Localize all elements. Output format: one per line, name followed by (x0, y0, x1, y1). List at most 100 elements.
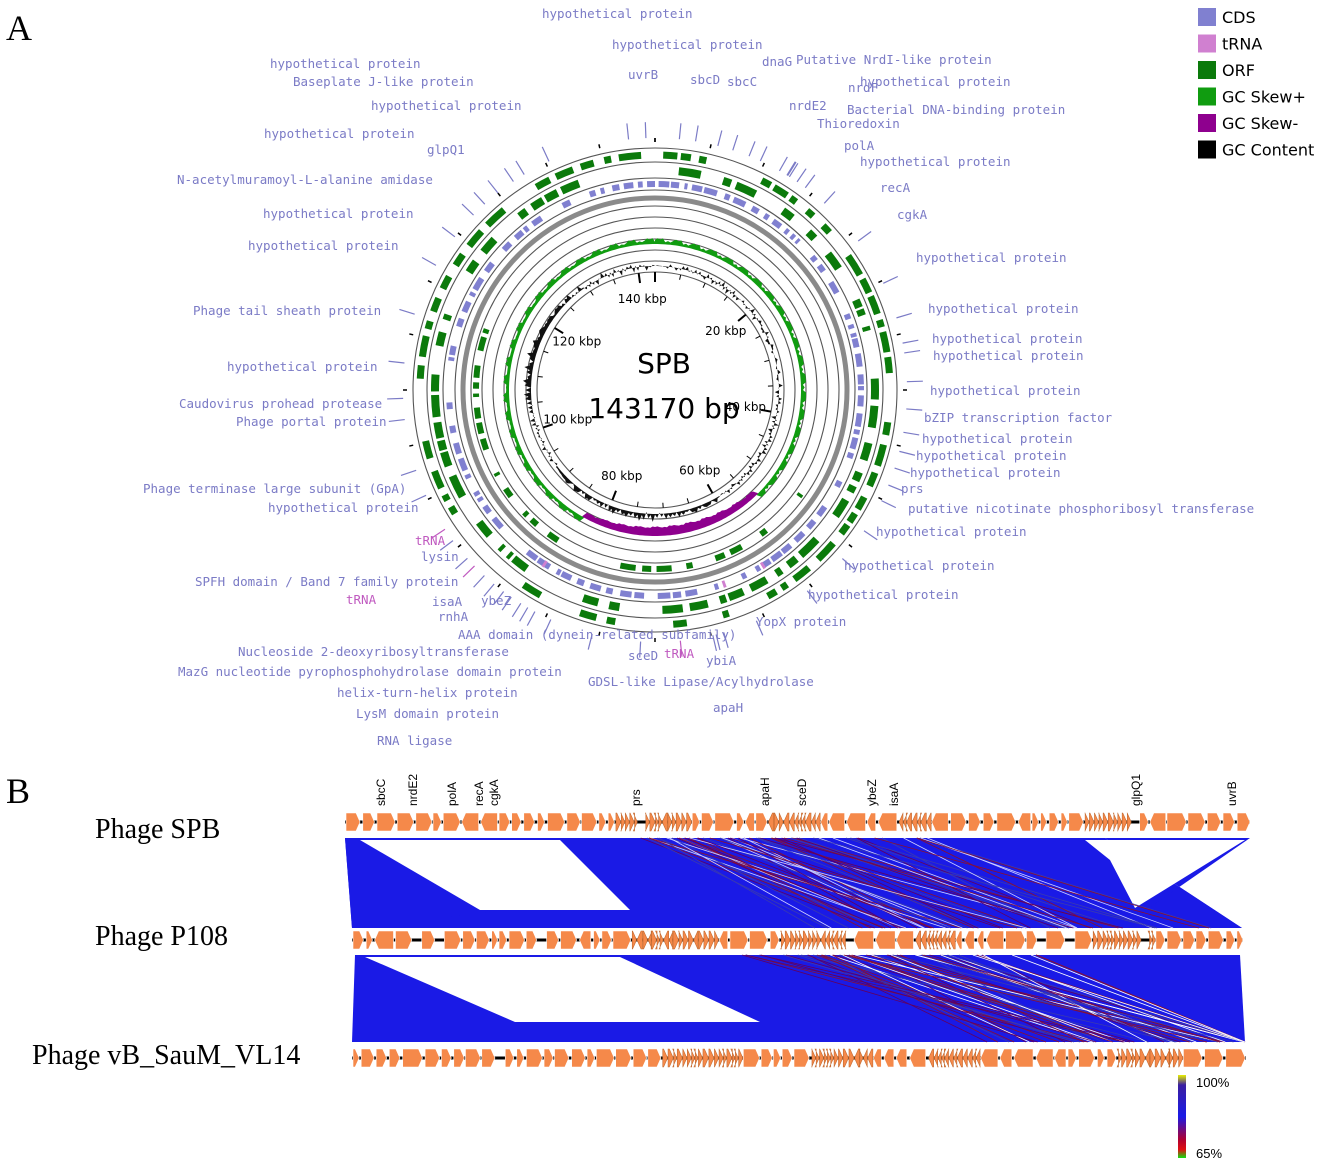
gene-arrow (686, 812, 693, 832)
orf-block (727, 587, 745, 602)
synteny-line (874, 837, 1199, 929)
cds-block (723, 193, 731, 201)
ring-line (442, 177, 868, 603)
gene-arrow (693, 1048, 699, 1068)
gene-arrow (721, 1048, 727, 1068)
gene-arrow (749, 930, 768, 950)
tick-mark (706, 483, 714, 494)
leader-line (678, 123, 682, 140)
leader-line (896, 312, 912, 319)
gene-arrow (632, 812, 638, 832)
gene-arrow (964, 930, 975, 950)
gene-arrow (396, 812, 415, 832)
gene-arrow (773, 812, 780, 832)
leader-line (786, 161, 796, 176)
orf-block (559, 179, 581, 195)
gene-arrow (1123, 930, 1128, 950)
gene-arrow (784, 930, 791, 950)
leader-line (796, 168, 807, 183)
gene-arrow (930, 930, 935, 950)
outer-tick (457, 544, 462, 548)
gene-arrow (1067, 1048, 1077, 1068)
orf-block (608, 601, 621, 612)
gene-arrow (909, 1048, 926, 1068)
orf-block (882, 421, 892, 436)
gene-arrow (726, 1048, 733, 1068)
gene-arrow (863, 1048, 868, 1068)
gene-arrow (807, 930, 813, 950)
gene-arrow (1172, 1048, 1179, 1068)
outer-tick (848, 544, 853, 548)
cds-block (619, 590, 632, 598)
gene-name-label: apaH (758, 777, 772, 806)
gene-arrow (402, 1048, 423, 1068)
feature-label: glpQ1 (427, 142, 465, 157)
gene-arrow (601, 930, 613, 950)
gene-arrow (444, 930, 462, 950)
feature-label: RNA ligase (377, 733, 452, 748)
tick-mark (758, 433, 764, 437)
gene-arrow (833, 930, 839, 950)
orf-block (606, 616, 616, 626)
leader-line (400, 469, 417, 477)
feature-label: hypothetical protein (542, 6, 693, 21)
orf-block (766, 588, 778, 600)
feature-label: Phage tail sheath protein (193, 303, 381, 318)
gene-arrow (1005, 930, 1026, 950)
gene-arrow (744, 812, 755, 832)
gene-arrow (686, 1048, 692, 1068)
feature-label: Phage portal protein (236, 414, 387, 429)
ring-line (470, 205, 840, 575)
orf-block (689, 599, 709, 612)
gene-arrow (805, 812, 812, 832)
leader-line (723, 632, 729, 648)
orf-block (480, 236, 498, 255)
cds-block (525, 549, 539, 562)
backbone-ring (460, 195, 850, 585)
gene-arrow (1116, 1048, 1122, 1068)
gene-arrow (624, 812, 630, 832)
orf-block (473, 365, 481, 378)
leader-line (894, 467, 910, 474)
gene-arrow (676, 1048, 683, 1068)
leader-line (759, 146, 768, 162)
cds-block (448, 356, 455, 362)
leader-line (906, 408, 923, 411)
gene-arrow (768, 812, 775, 832)
cds-block (456, 317, 465, 328)
cds-block (461, 300, 472, 314)
gene-arrow (615, 812, 622, 832)
leader-line (462, 565, 475, 578)
synteny-line (891, 954, 1113, 1043)
feature-label: hypothetical protein (248, 238, 399, 253)
leader-line (543, 619, 552, 635)
gene-arrow (996, 812, 1017, 832)
orf-block (805, 229, 818, 242)
synteny-line (942, 954, 1176, 1043)
gene-arrow (883, 1048, 895, 1068)
gene-arrow (441, 1048, 452, 1068)
gene-name-label: sbcC (374, 778, 388, 806)
gene-arrow (688, 930, 694, 950)
orf-block (579, 159, 595, 171)
gene-arrow (755, 812, 768, 832)
cds-block (703, 187, 718, 197)
synteny-line (866, 954, 1225, 1043)
orf-block (603, 155, 612, 164)
trna-mark (721, 580, 727, 588)
cds-block (531, 215, 544, 227)
gene-arrow (480, 812, 498, 832)
orf-block (678, 167, 702, 179)
gene-arrow (453, 1048, 465, 1068)
synteny-line (697, 837, 931, 929)
synteny-line (833, 954, 1135, 1043)
gene-arrow (698, 1048, 703, 1068)
gene-arrow (1165, 1048, 1171, 1068)
orf-block (618, 151, 642, 162)
orf-block (485, 207, 507, 228)
synteny-line (871, 954, 1126, 1043)
feature-label: hypothetical protein (270, 56, 421, 71)
gene-arrow (941, 930, 947, 950)
leader-line (515, 160, 525, 175)
gene-arrow (1222, 812, 1235, 832)
